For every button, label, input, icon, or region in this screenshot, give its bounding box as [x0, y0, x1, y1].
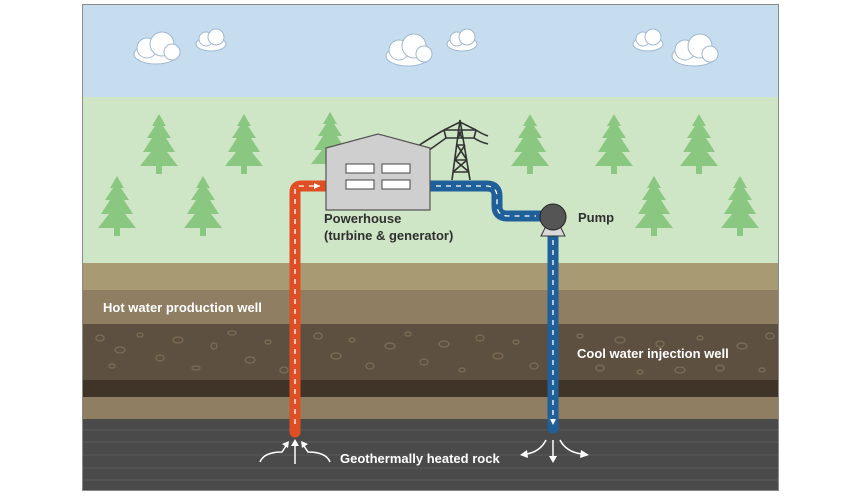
soil-second-layer	[82, 290, 779, 324]
sand-layer	[82, 397, 779, 419]
flow-arrow-icon	[291, 439, 299, 446]
flow-arrow-icon	[314, 183, 320, 189]
window	[381, 179, 411, 190]
cool-water-pipe	[424, 180, 559, 434]
hot-water-pipe	[289, 180, 332, 438]
rocky-layer-pebbles	[95, 330, 775, 375]
window	[381, 163, 411, 174]
flow-arrow-icon	[550, 419, 556, 425]
flow-arrow-icon	[520, 450, 528, 458]
pump-label: Pump	[578, 210, 614, 225]
hot-water-well-label: Hot water production well	[103, 300, 262, 315]
window	[345, 179, 375, 190]
cool-outflow-arrows	[520, 439, 589, 463]
powerhouse-building	[325, 133, 431, 211]
dark-band-layer	[82, 380, 779, 397]
heated-rock-label: Geothermally heated rock	[340, 451, 500, 466]
cool-water-well-label: Cool water injection well	[577, 346, 729, 361]
heat-inflow-arrows	[259, 439, 331, 464]
powerhouse-label: Powerhouse	[324, 211, 401, 226]
bedrock-texture	[82, 429, 779, 481]
powerhouse-sublabel: (turbine & generator)	[324, 228, 453, 243]
transmission-tower-icon	[417, 119, 489, 181]
diagram-frame	[82, 4, 779, 491]
flow-arrow-icon	[549, 456, 557, 463]
rocky-layer	[82, 324, 779, 380]
pump-icon	[539, 203, 567, 237]
flow-arrow-icon	[282, 441, 289, 448]
soil-top-layer	[82, 263, 779, 290]
flow-arrow-icon	[301, 441, 308, 448]
flow-arrow-icon	[580, 450, 589, 458]
window	[345, 163, 375, 174]
